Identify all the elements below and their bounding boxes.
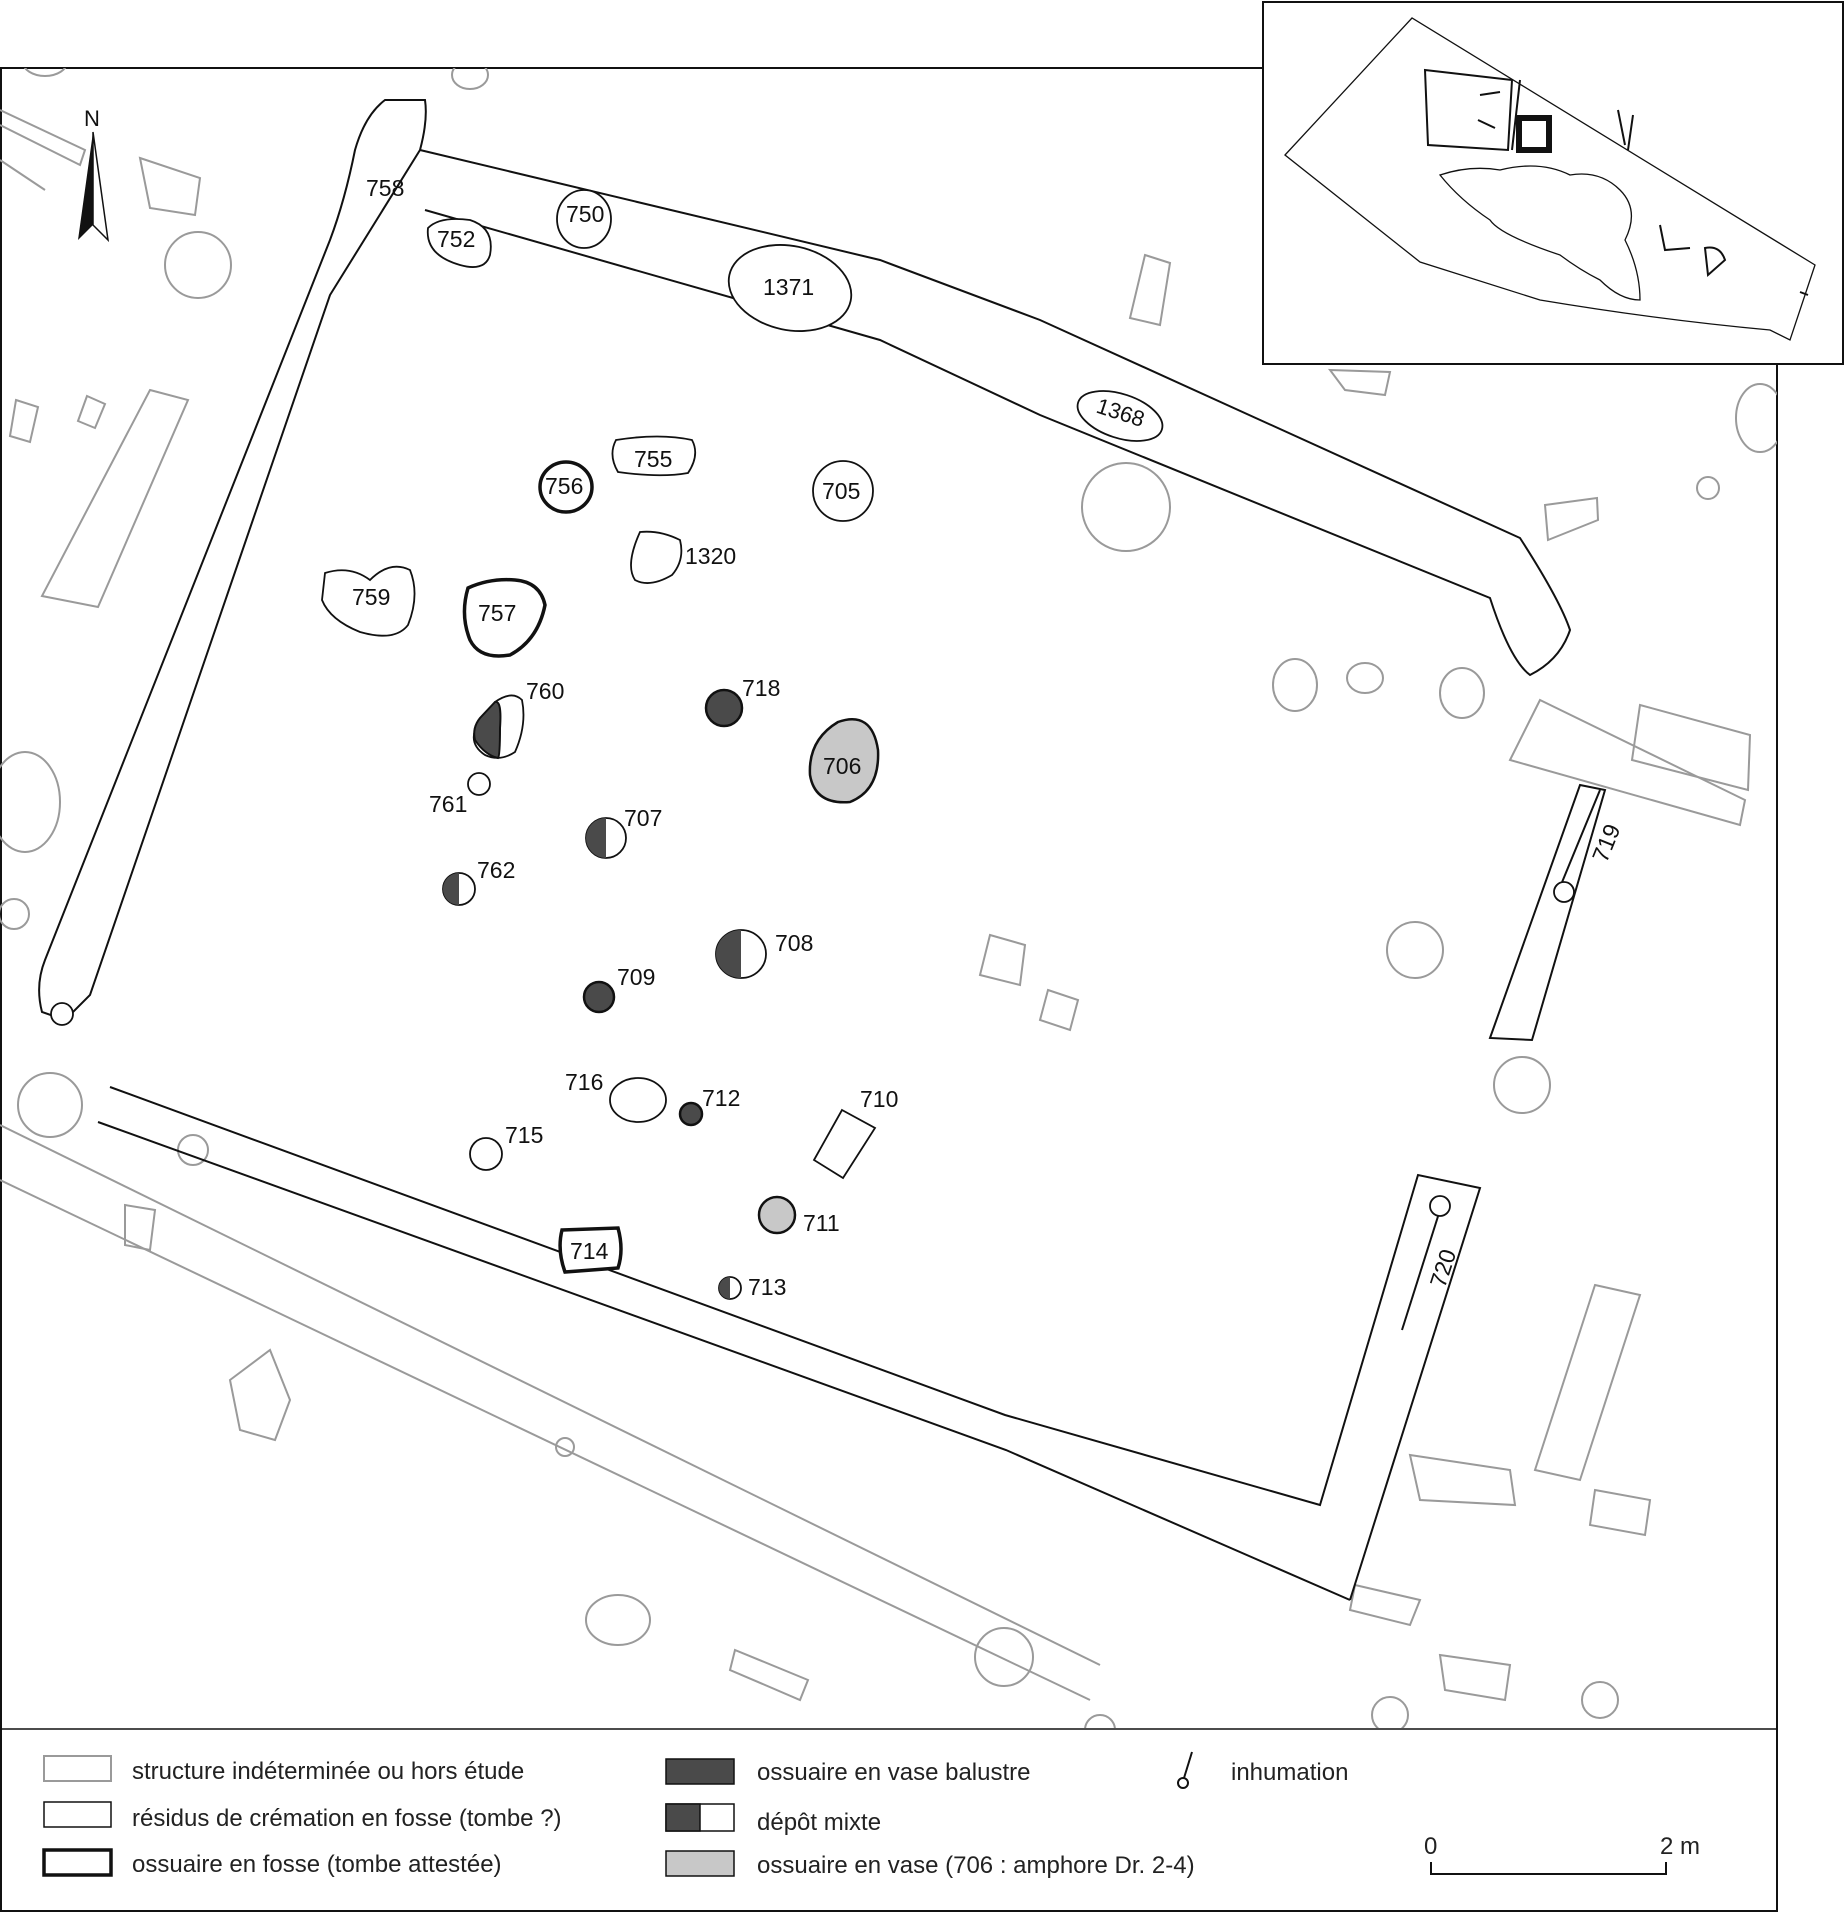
legend-label-baluster: ossuaire en vase balustre (757, 1759, 1031, 1786)
feature-709-shape (582, 980, 616, 1014)
feature-708-dark-half (716, 930, 741, 978)
enclosure-ditches (38, 99, 1607, 1601)
label-709: 709 (617, 964, 655, 990)
label-713: 713 (748, 1274, 786, 1300)
inset-frame (1262, 1, 1844, 365)
feature-762-dark-half (443, 873, 459, 905)
north-label: N (84, 106, 100, 131)
feature-757-shape (462, 577, 547, 658)
inset-site-outline (1284, 17, 1816, 341)
label-718: 718 (742, 675, 780, 701)
feature-752-shape (426, 218, 492, 268)
ditch-north (419, 149, 1572, 677)
label-719: 719 (1587, 820, 1625, 865)
feature-718-shape (704, 688, 744, 728)
feature-755-shape (611, 435, 697, 477)
label-750: 750 (566, 201, 604, 227)
feature-716-shape (609, 1077, 667, 1123)
inset-dark-area (1438, 165, 1641, 301)
label-707: 707 (624, 805, 662, 831)
feature-712-shape (678, 1101, 704, 1127)
north-arrow-light-half (92, 131, 110, 243)
ditch-719-stroke (1557, 789, 1601, 893)
feature-705-shape (812, 460, 874, 522)
label-755: 755 (634, 446, 672, 472)
feature-720-circle (1429, 1195, 1451, 1217)
map-frame (0, 67, 1778, 1912)
feature-719-circle (1553, 881, 1575, 903)
label-758: 758 (366, 175, 404, 201)
label-712: 712 (702, 1085, 740, 1111)
legend: structure indéterminée ou hors étude rés… (42, 1751, 1348, 1879)
label-708: 708 (775, 930, 813, 956)
label-759: 759 (352, 584, 390, 610)
ditch-south-inner (97, 1121, 1351, 1601)
label-705: 705 (822, 478, 860, 504)
location-inset (1262, 1, 1844, 365)
feature-1320-shape (630, 530, 683, 584)
indeterminate-structures (0, 68, 1777, 1728)
feature-760-dark-half (473, 700, 502, 760)
legend-swatch-baluster (665, 1758, 735, 1785)
ditch-719 (1488, 783, 1607, 1042)
inset-site-marker (1516, 115, 1552, 153)
feature-706-shape (808, 717, 880, 804)
label-760: 760 (526, 678, 564, 704)
ditch-720-stroke (1401, 1209, 1441, 1331)
scale-label-end: 2 m (1660, 1833, 1700, 1860)
scale-bar: 0 2 m (1424, 1833, 1700, 1875)
feature-shapes (50, 189, 1575, 1300)
label-1371: 1371 (763, 274, 814, 300)
north-arrow-dark-half (78, 132, 93, 240)
feature-711-shape (757, 1195, 797, 1235)
feature-1368-shape (1076, 390, 1164, 442)
feature-707-dark-half (586, 818, 606, 858)
legend-swatch-residues (43, 1801, 112, 1828)
legend-label-inhumation: inhumation (1231, 1759, 1348, 1786)
legend-label-vase: ossuaire en vase (706 : amphore Dr. 2-4) (757, 1852, 1195, 1879)
ditch-758 (38, 99, 427, 1022)
label-710: 710 (860, 1086, 898, 1112)
label-752: 752 (437, 226, 475, 252)
legend-swatch-mixed-dark (665, 1803, 701, 1832)
inset-building (1423, 68, 1514, 152)
label-716: 716 (565, 1069, 603, 1095)
legend-label-ossuary-pit: ossuaire en fosse (tombe attestée) (132, 1851, 502, 1878)
feature-710-shape (812, 1108, 877, 1180)
north-arrow: N (78, 106, 110, 243)
ditch-end-circle (50, 1002, 74, 1026)
label-756: 756 (545, 473, 583, 499)
feature-715-shape (469, 1137, 503, 1171)
label-1320: 1320 (685, 543, 736, 569)
legend-label-residues: résidus de crémation en fosse (tombe ?) (132, 1805, 562, 1832)
label-762: 762 (477, 857, 515, 883)
legend-swatch-indeterminate (43, 1755, 112, 1782)
label-761: 761 (429, 791, 467, 817)
feature-713-dark-half (719, 1277, 730, 1299)
legend-label-indeterminate: structure indéterminée ou hors étude (132, 1758, 524, 1785)
legend-symbol-inhumation (1177, 1751, 1193, 1789)
legend-swatch-vase (665, 1850, 735, 1877)
ditch-south-outer (109, 1086, 1482, 1601)
feature-750-shape (556, 189, 612, 249)
legend-label-mixed: dépôt mixte (757, 1809, 881, 1836)
feature-714-shape (558, 1226, 623, 1274)
label-715: 715 (505, 1122, 543, 1148)
feature-761-shape (467, 772, 491, 796)
feature-756-shape (538, 460, 594, 514)
label-711: 711 (803, 1210, 840, 1236)
label-706: 706 (823, 753, 861, 779)
legend-swatch-ossuary-pit (42, 1848, 113, 1877)
scale-label-zero: 0 (1424, 1833, 1437, 1860)
label-714: 714 (570, 1238, 609, 1264)
label-757: 757 (478, 600, 516, 626)
label-720: 720 (1425, 1246, 1462, 1291)
feature-759-shape (321, 565, 416, 637)
feature-labels: 758 750 752 1371 1368 755 756 705 1320 7… (352, 175, 1625, 1300)
feature-1371-shape (727, 244, 853, 332)
